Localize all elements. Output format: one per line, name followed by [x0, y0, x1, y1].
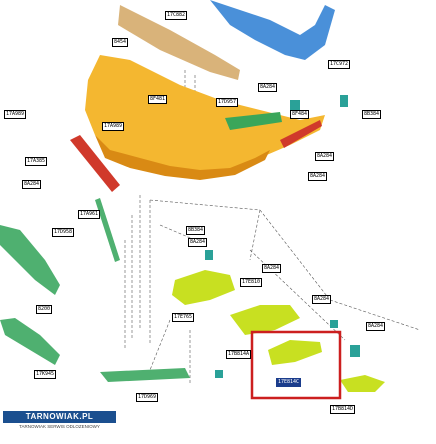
callout-17d957[interactable]: 17D957: [216, 98, 239, 107]
callout-17a385[interactable]: 17A385: [25, 157, 48, 166]
callout-17a989-1[interactable]: 17A989: [4, 110, 27, 119]
callout-17c972[interactable]: 17C972: [328, 60, 351, 69]
callout-8200[interactable]: 8200: [36, 305, 53, 314]
callout-17a961[interactable]: 17A961: [78, 210, 101, 219]
callout-8b384[interactable]: 8B384: [362, 110, 382, 119]
callout-8f481[interactable]: 8F481: [148, 95, 168, 104]
callout-17c882[interactable]: 17C882: [165, 11, 188, 20]
callout-17d969[interactable]: 17D969: [136, 393, 159, 402]
callout-17a989-2[interactable]: 17A989: [102, 122, 125, 131]
highlight-frame: [250, 330, 342, 400]
callout-17d958[interactable]: 17D958: [52, 228, 75, 237]
callout-17b814a[interactable]: 17B814A: [226, 350, 252, 359]
callout-17e814c-highlighted[interactable]: 17E814C: [276, 378, 302, 387]
callout-8a284-6[interactable]: 8A284: [262, 264, 282, 273]
trim-strip-right[interactable]: [280, 120, 322, 148]
lower-grille-center[interactable]: [0, 318, 60, 365]
callout-8a284-4[interactable]: 8A284: [308, 172, 328, 181]
fog-lamp-bezel-far[interactable]: [340, 375, 385, 392]
callout-8a284-1[interactable]: 8A284: [258, 83, 278, 92]
callout-8a284-3[interactable]: 8A284: [315, 152, 335, 161]
brand-tagline: TARNOWIAK SERWIS ODLOZENIOWY: [19, 424, 100, 429]
fog-lamp-bezel-right[interactable]: [230, 305, 300, 335]
callout-8f484[interactable]: 8F484: [290, 110, 310, 119]
callout-17e810[interactable]: 17E810: [240, 278, 263, 287]
callout-8a284-7[interactable]: 8A284: [312, 295, 332, 304]
energy-absorber[interactable]: [118, 5, 240, 80]
mounting-brackets: [205, 95, 360, 378]
callout-8a284-8[interactable]: 8A284: [366, 322, 386, 331]
callout-8a284-5[interactable]: 8A284: [188, 238, 208, 247]
upper-grille[interactable]: [225, 112, 282, 130]
callout-8a284-2[interactable]: 8A284: [22, 180, 42, 189]
upper-reinforcement-beam[interactable]: [210, 0, 335, 60]
bumper-cover[interactable]: [85, 55, 325, 172]
bumper-lower-lip: [95, 135, 270, 180]
callout-8454[interactable]: 8454: [112, 38, 129, 47]
callout-17e765[interactable]: 17E765: [172, 313, 195, 322]
lower-trim-strip[interactable]: [100, 368, 190, 382]
callout-8b384-2[interactable]: 8B384: [186, 226, 206, 235]
callout-17b814d[interactable]: 17B814D: [330, 405, 356, 414]
trim-strip-left[interactable]: [70, 135, 120, 192]
brand-logo[interactable]: TARNOWIAK.PL: [3, 411, 116, 423]
lower-grille-strip[interactable]: [95, 198, 120, 262]
fog-lamp-bezel-highlight[interactable]: [268, 340, 322, 365]
callout-17k945[interactable]: 17K945: [34, 370, 57, 379]
fog-lamp-bezel-left[interactable]: [172, 270, 235, 305]
lower-grille-left[interactable]: [0, 225, 60, 295]
